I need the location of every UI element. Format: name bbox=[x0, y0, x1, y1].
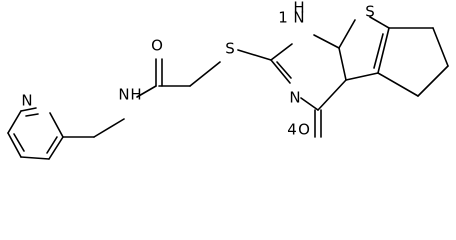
ketone-oxygen-label: O bbox=[298, 121, 310, 139]
bond bbox=[20, 107, 37, 112]
bond bbox=[417, 65, 449, 97]
ring-nitrogen-1-locant-label: 1 bbox=[278, 9, 288, 27]
bond bbox=[300, 97, 319, 111]
bond bbox=[13, 133, 25, 152]
bond bbox=[7, 132, 22, 158]
molecule-structure: O N H N S N 1 N S O H 4 bbox=[7, 0, 449, 160]
bond bbox=[276, 61, 292, 79]
thioether-sulfur-label: S bbox=[225, 40, 235, 58]
bond bbox=[7, 110, 22, 134]
bond bbox=[369, 16, 390, 29]
bond bbox=[270, 43, 293, 61]
ring-hydrogen-label: H bbox=[293, 0, 304, 17]
bond bbox=[432, 27, 449, 67]
ring-locant-4-label: 4 bbox=[287, 121, 297, 139]
bond bbox=[25, 113, 39, 117]
bond bbox=[46, 136, 58, 154]
bond bbox=[313, 34, 340, 49]
bond bbox=[189, 61, 221, 87]
ring-nitrogen-3-label: N bbox=[289, 89, 300, 107]
atom-labels: O N H N S N 1 N S O H 4 bbox=[21, 0, 374, 139]
bond bbox=[377, 72, 419, 97]
bond bbox=[93, 118, 125, 138]
bond bbox=[136, 85, 157, 98]
bond bbox=[377, 27, 390, 74]
bond bbox=[48, 136, 64, 160]
bond bbox=[20, 156, 50, 160]
thiophene-sulfur-label: S bbox=[365, 3, 375, 21]
bond bbox=[338, 19, 356, 49]
amide-nitrogen-label: N bbox=[118, 86, 129, 104]
bond-lines bbox=[7, 16, 449, 160]
amide-hydrogen-label: H bbox=[130, 86, 141, 104]
bond bbox=[270, 59, 291, 84]
bond bbox=[345, 72, 379, 81]
bond bbox=[373, 33, 384, 69]
bond bbox=[49, 112, 64, 138]
amide-oxygen-label: O bbox=[151, 37, 163, 55]
ring-nitrogen-1-label: N bbox=[293, 9, 304, 27]
bond bbox=[237, 49, 272, 61]
bond bbox=[317, 79, 347, 111]
bond bbox=[338, 47, 347, 81]
pyridine-nitrogen-label: N bbox=[21, 92, 32, 110]
